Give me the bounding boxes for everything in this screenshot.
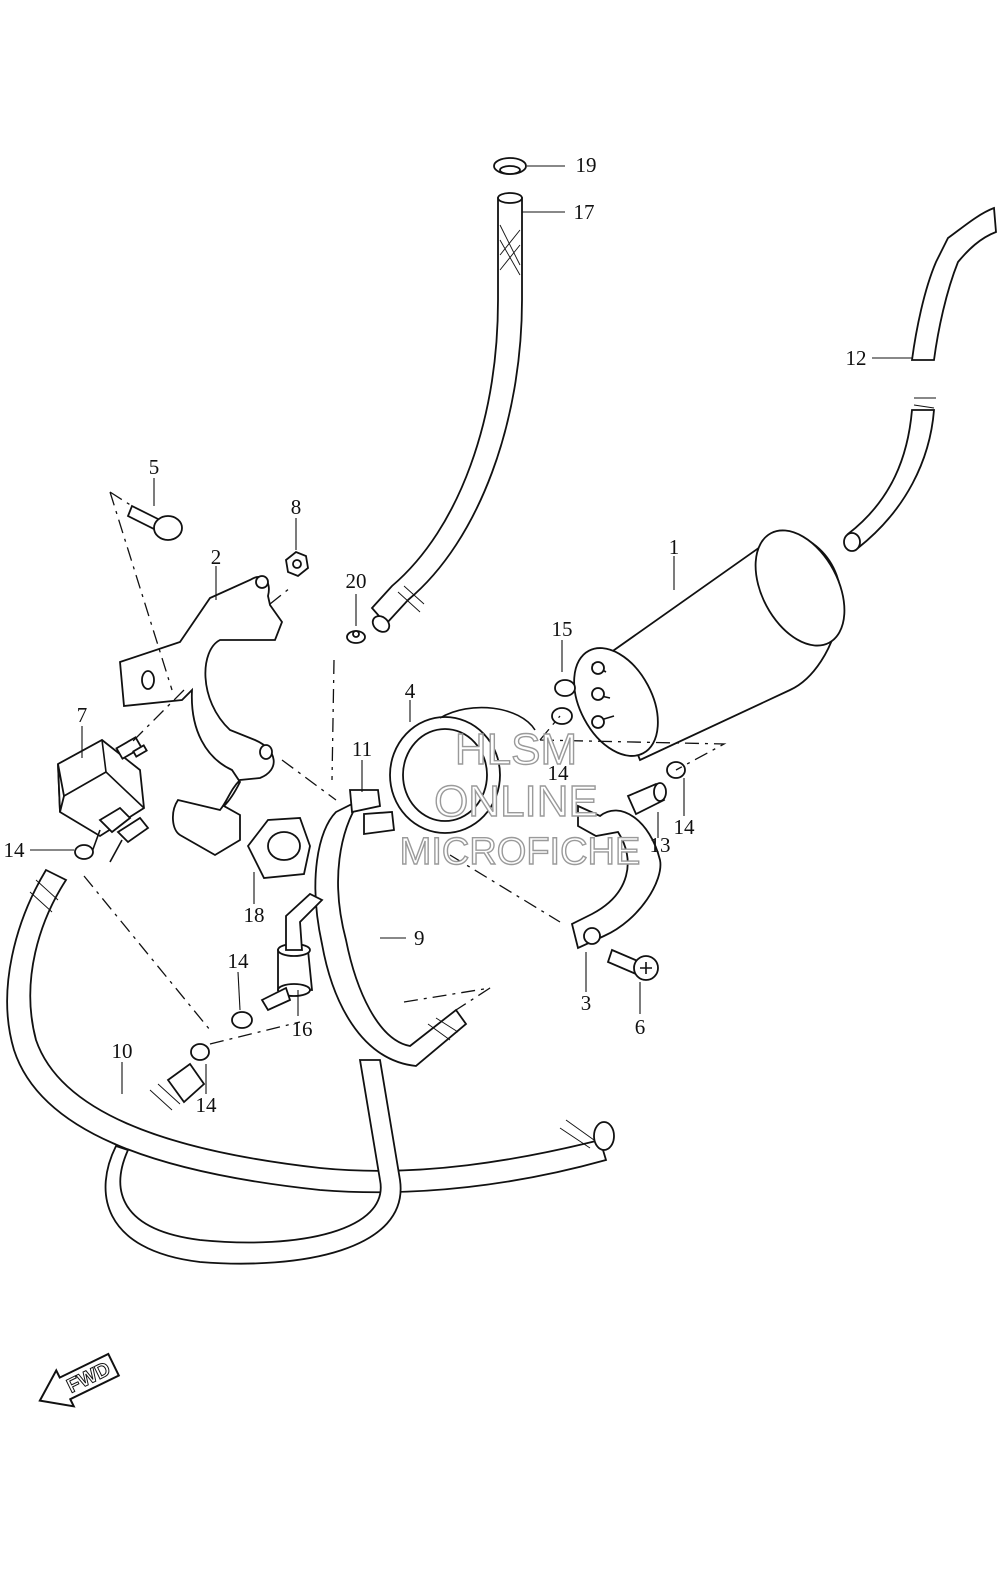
callout-2: 2 — [211, 545, 222, 569]
nut-8 — [285, 550, 309, 578]
clamp-20 — [346, 630, 366, 644]
callout-14-e: 14 — [548, 761, 570, 785]
hose-12 — [843, 206, 997, 552]
watermark-line-2: ONLINE — [434, 777, 598, 826]
hose-17 — [370, 192, 523, 633]
callout-13: 13 — [650, 833, 671, 857]
callout-3: 3 — [581, 991, 592, 1015]
callout-14-b: 14 — [228, 949, 250, 973]
filter-16 — [260, 892, 324, 1012]
canister-1 — [573, 529, 846, 762]
hose-9 — [314, 789, 468, 1067]
ring-4 — [389, 706, 536, 834]
callout-5: 5 — [149, 455, 160, 479]
clamp-19 — [493, 157, 527, 175]
callout-20: 20 — [346, 569, 367, 593]
callout-16: 16 — [292, 1017, 313, 1041]
watermark: HLSM ONLINE MICROFICHE — [399, 724, 641, 873]
callout-17: 17 — [574, 200, 595, 224]
callout-1: 1 — [669, 535, 680, 559]
clamp-14-a — [74, 844, 94, 860]
watermark-line-1: HLSM — [455, 725, 577, 774]
hose-10 — [6, 868, 615, 1194]
cap-13 — [626, 782, 667, 816]
fwd-arrow-icon — [38, 1352, 121, 1408]
hose-loop — [104, 1059, 402, 1265]
callout-14-a: 14 — [4, 838, 26, 862]
clamp-14-c — [190, 1043, 210, 1061]
callout-10: 10 — [112, 1039, 133, 1063]
callout-4: 4 — [405, 679, 416, 703]
callout-7: 7 — [77, 703, 88, 727]
alignment-lines — [83, 491, 727, 1045]
callout-6: 6 — [635, 1015, 646, 1039]
fwd-arrow: FWD — [38, 1352, 121, 1408]
callout-8: 8 — [291, 495, 302, 519]
clamp-14-b — [231, 1011, 253, 1029]
bracket-3 — [570, 804, 662, 950]
callout-19: 19 — [576, 153, 597, 177]
watermark-line-3: MICROFICHE — [400, 831, 641, 873]
callout-14-c: 14 — [196, 1093, 218, 1117]
bracket-2 — [119, 575, 284, 857]
callout-18: 18 — [244, 903, 265, 927]
clamp-15 — [551, 679, 576, 725]
valve-7 — [57, 736, 150, 863]
bolt-5 — [126, 504, 183, 541]
callout-9: 9 — [414, 926, 425, 950]
callout-14-d: 14 — [674, 815, 696, 839]
callout-15: 15 — [552, 617, 573, 641]
leader-lines — [30, 165, 912, 1094]
clip-18 — [246, 817, 311, 879]
callout-11: 11 — [352, 737, 372, 761]
callout-labels: 1 2 3 4 5 6 7 8 9 10 11 12 13 14 14 14 1… — [4, 153, 867, 1117]
callout-12: 12 — [846, 346, 867, 370]
screw-6 — [606, 948, 659, 981]
